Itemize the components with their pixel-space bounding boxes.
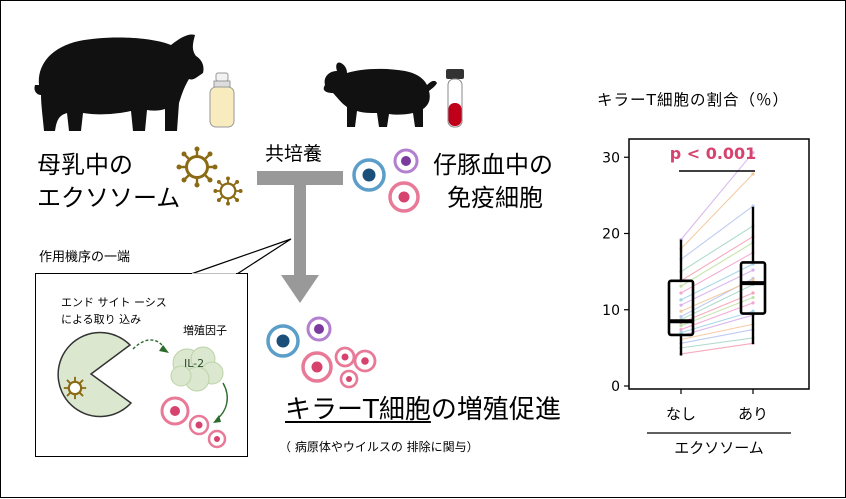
paired-line [680, 323, 754, 341]
paired-line [680, 329, 754, 344]
coculture-arrow [257, 171, 343, 303]
box [667, 279, 695, 337]
data-point [751, 278, 755, 282]
y-tick-label: 10 [602, 303, 620, 319]
y-tick-label: 30 [602, 150, 620, 166]
killer-t-cell-text: キラーT細胞 [285, 395, 431, 425]
p-value-label: p < 0.001 [670, 144, 757, 163]
paired-line [680, 225, 754, 273]
data-point [679, 291, 683, 295]
data-point [679, 284, 683, 288]
result-title: キラーT細胞の増殖促進 [285, 397, 561, 423]
data-point [751, 268, 755, 272]
data-point [751, 309, 755, 313]
x-tick-label: あり [738, 405, 768, 423]
data-point [679, 303, 683, 307]
data-point [751, 295, 755, 300]
data-point [679, 298, 683, 302]
result-note: （ 病原体やウイルスの 排除に関与） [279, 440, 479, 454]
data-point [679, 324, 683, 328]
sow-icon [34, 34, 204, 131]
y-tick-label: 0 [611, 379, 620, 395]
immune-cells-group [352, 148, 420, 213]
mechanism-diagram [57, 331, 228, 449]
milk-exosome-label-line2: エクソソーム [37, 184, 181, 212]
proliferation-text: の増殖促進 [430, 395, 561, 425]
endocytosis-label-line2: による取り 込み [61, 313, 142, 326]
growth-factor-label: 増殖因子 [183, 324, 227, 337]
blood-tube-icon [446, 69, 464, 128]
data-point [679, 309, 683, 313]
paired-line [680, 342, 754, 355]
paired-line [680, 205, 754, 260]
paired-line [680, 173, 754, 250]
piglet-icon [323, 62, 437, 128]
paired-line [680, 152, 754, 240]
proliferated-cells-group [266, 316, 377, 389]
piglet-blood-label-line2: 免疫細胞 [447, 184, 543, 212]
data-point [679, 315, 683, 319]
x-tick-label: なし [666, 405, 696, 423]
exosome-icon [213, 176, 243, 206]
x-axis-label: エクソソーム [674, 439, 764, 457]
mechanism-label: 作用機序の一端 [39, 250, 131, 265]
chart-title: キラーT細胞の割合（％） [597, 91, 789, 109]
milk-bottle-icon [209, 72, 235, 128]
data-point [751, 291, 755, 295]
data-point [679, 331, 683, 335]
il2-label: IL-2 [184, 357, 205, 370]
data-point [751, 172, 755, 176]
milk-exosome-label-line1: 母乳中の [37, 151, 133, 179]
paired-line [680, 242, 754, 287]
y-tick-label: 20 [602, 227, 620, 243]
data-point [751, 151, 755, 155]
coculture-label: 共培養 [265, 143, 323, 165]
endocytosis-label-line1: エンド サイト ーシス [61, 296, 167, 309]
piglet-blood-label-line1: 仔豚血中の [433, 151, 553, 179]
exosome-icon [176, 146, 218, 188]
plot-frame [628, 138, 810, 390]
data-point [679, 327, 683, 332]
paired-line [680, 337, 754, 349]
paired-line [680, 236, 754, 282]
data-point [751, 301, 755, 305]
box [739, 261, 767, 315]
